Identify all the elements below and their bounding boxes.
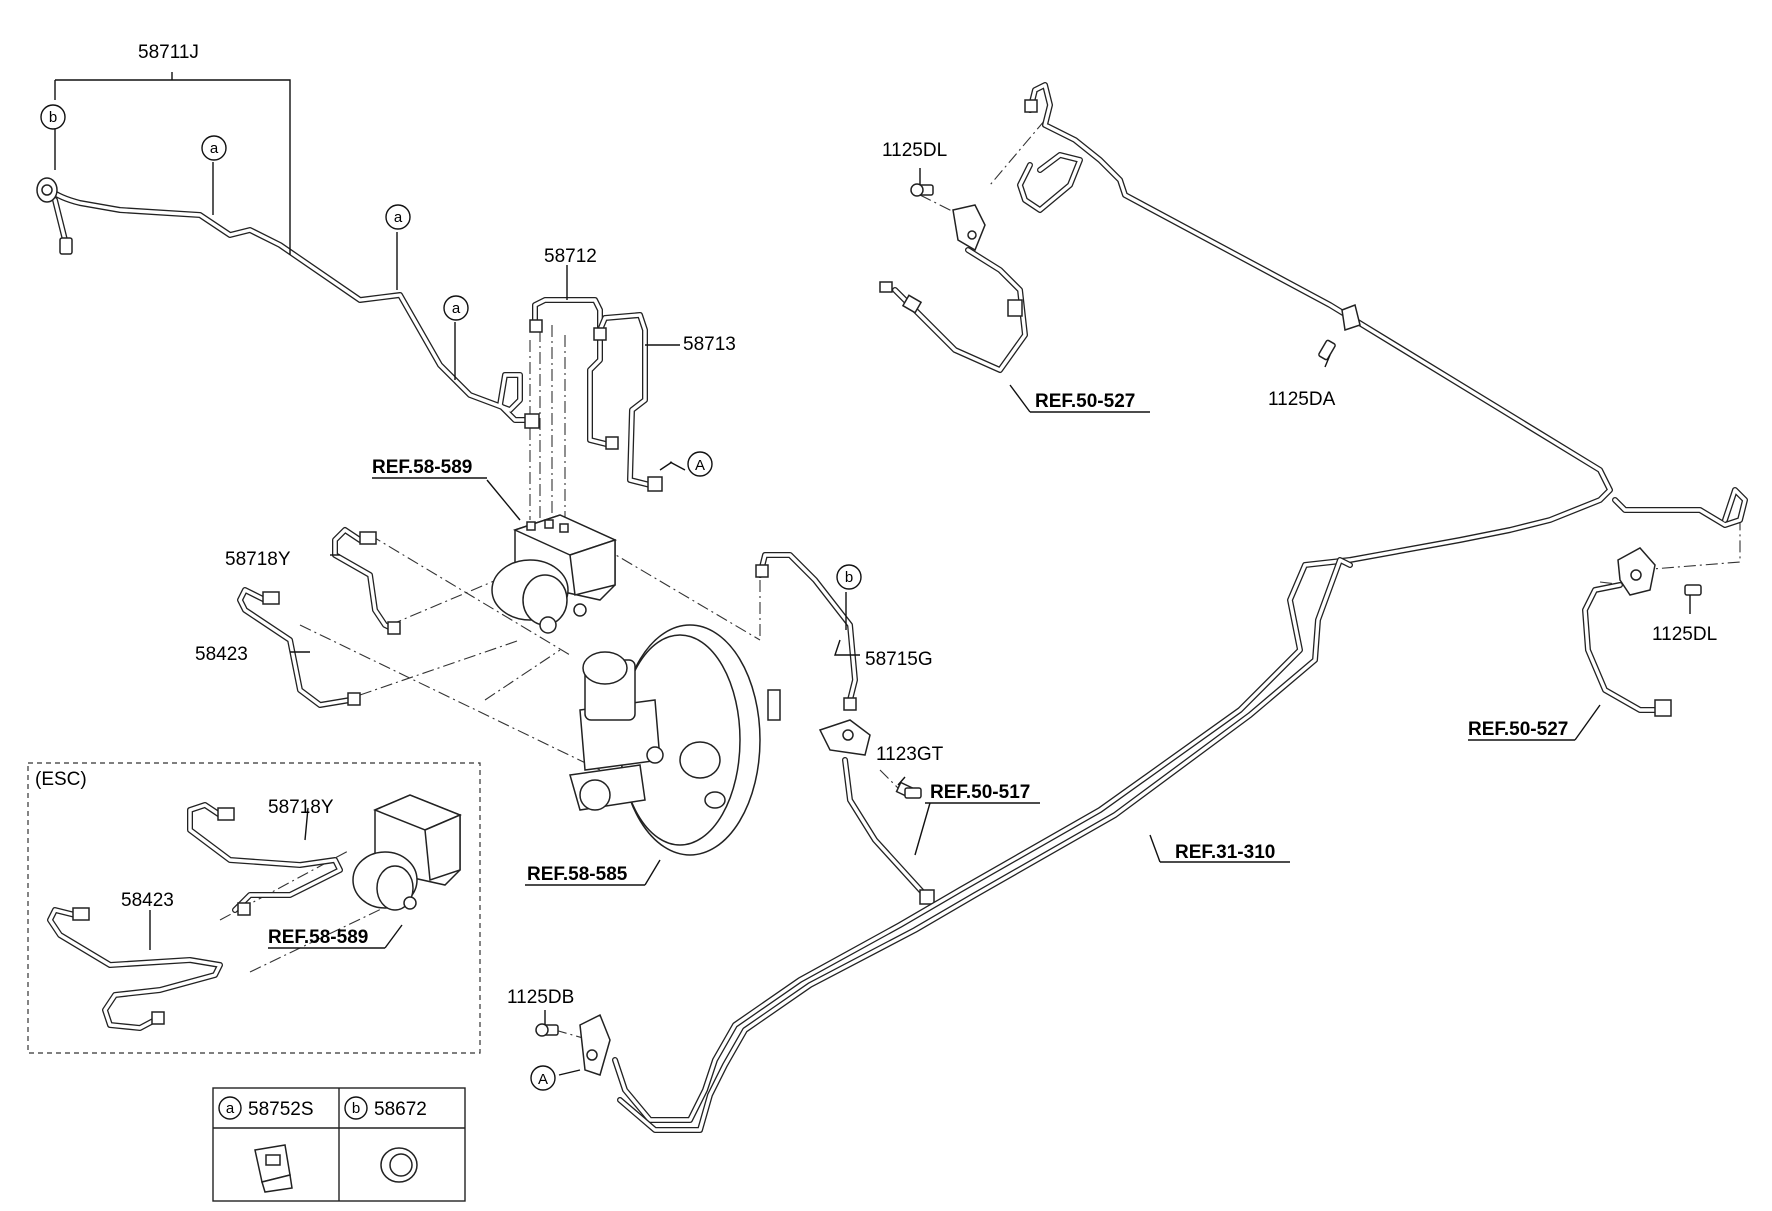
esc-hcu-module <box>352 794 462 911</box>
grommet-icon <box>380 1147 418 1183</box>
bolt-1125DA <box>1318 339 1336 361</box>
ref-58-585: REF.58-585 <box>527 864 628 885</box>
abs-hcu-module <box>491 514 618 634</box>
rear-right-hose <box>1582 547 1702 717</box>
part-labels: 58711J 58712 58713 58718Y 58423 58715G 1… <box>121 42 1717 1008</box>
svg-text:b: b <box>845 569 853 586</box>
label-1123GT: 1123GT <box>876 744 944 765</box>
ref-50-517: REF.50-517 <box>930 782 1030 803</box>
leader-lines <box>54 72 1691 1076</box>
clip-icon <box>254 1144 293 1193</box>
brake-booster <box>569 624 781 856</box>
brake-lines-58718Y-58423 <box>237 527 401 708</box>
legend-a-part: 58752S <box>248 1099 314 1120</box>
reference-labels: REF.58-589 REF.50-527 REF.50-517 REF.58-… <box>268 391 1568 948</box>
svg-text:a: a <box>394 209 403 226</box>
esc-box <box>27 762 481 1054</box>
brake-lines-58712-58713 <box>529 297 663 492</box>
label-58711J: 58711J <box>138 42 199 63</box>
svg-text:a: a <box>226 1100 235 1117</box>
brake-line-58715G <box>755 552 935 905</box>
bolts <box>904 183 1336 799</box>
brake-line-58711J <box>36 177 540 429</box>
label-1125DL-right: 1125DL <box>1652 624 1717 645</box>
front-right-hose <box>879 204 1028 373</box>
svg-text:b: b <box>352 1100 360 1117</box>
ref-50-527-right: REF.50-527 <box>1468 719 1568 740</box>
svg-text:A: A <box>538 1071 548 1088</box>
label-1125DB: 1125DB <box>507 987 574 1008</box>
ref-50-527-top: REF.50-527 <box>1035 391 1135 412</box>
label-58713: 58713 <box>683 334 736 355</box>
label-esc-58423: 58423 <box>121 890 174 911</box>
legend-b-part: 58672 <box>374 1099 427 1120</box>
label-esc-58718Y: 58718Y <box>268 797 334 818</box>
svg-text:A: A <box>695 457 705 474</box>
main-brake-pipes <box>612 82 1748 1133</box>
label-58712: 58712 <box>544 246 597 267</box>
label-58715G: 58715G <box>865 649 933 670</box>
bottom-clip <box>535 1013 611 1076</box>
ref-31-310: REF.31-310 <box>1175 842 1275 863</box>
callout-circles: b a a a b A A <box>40 104 862 1091</box>
bolt-1123GT <box>904 787 922 799</box>
svg-text:a: a <box>452 300 461 317</box>
label-1125DA: 1125DA <box>1268 389 1336 410</box>
esc-brake-lines <box>47 802 343 1031</box>
ref-58-589-top: REF.58-589 <box>372 457 472 478</box>
legend-table: a 58752S b 58672 <box>212 1087 466 1202</box>
svg-text:b: b <box>49 109 57 126</box>
esc-title: (ESC) <box>35 769 87 790</box>
label-58423: 58423 <box>195 644 248 665</box>
svg-text:a: a <box>210 140 219 157</box>
label-1125DL-top: 1125DL <box>882 140 947 161</box>
label-58718Y: 58718Y <box>225 549 291 570</box>
ref-58-589-esc: REF.58-589 <box>268 927 368 948</box>
